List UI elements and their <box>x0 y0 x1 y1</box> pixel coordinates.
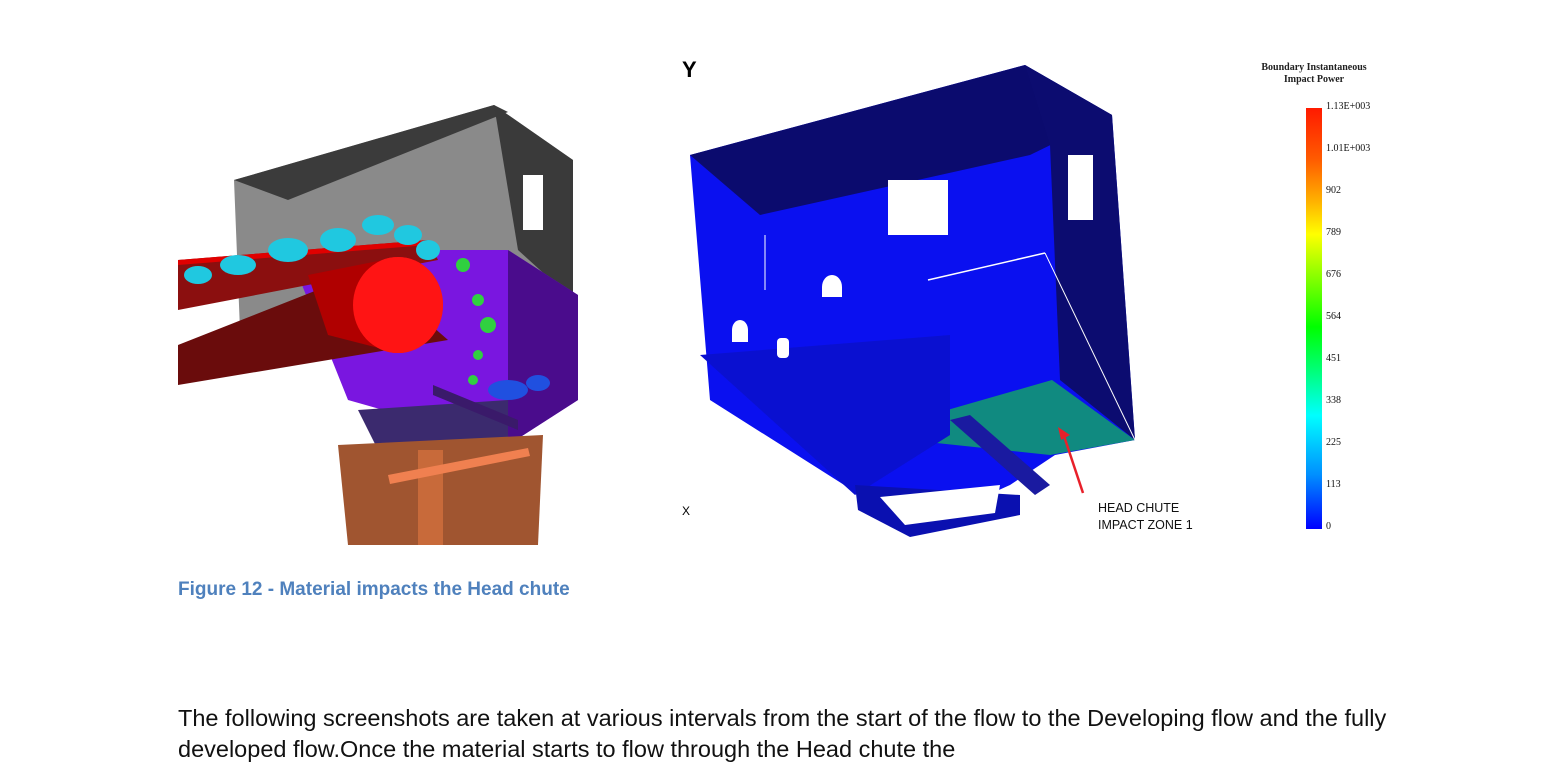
legend-tick-label: 338 <box>1326 395 1341 406</box>
legend-tick-label: 789 <box>1326 227 1341 238</box>
legend-title-line2: Impact Power <box>1283 74 1345 85</box>
legend-title: Boundary Instantaneous Impact Power <box>1250 62 1378 86</box>
annotation-line2: IMPACT ZONE 1 <box>1098 518 1193 532</box>
annotation-line1: HEAD CHUTE <box>1098 501 1180 515</box>
legend-tick-label: 0 <box>1326 521 1331 532</box>
legend-tick-label: 564 <box>1326 311 1341 322</box>
legend-tick-label: 676 <box>1326 269 1341 280</box>
legend-tick-label: 1.13E+003 <box>1326 101 1371 112</box>
legend-title-line1: Boundary Instantaneous <box>1261 62 1367 73</box>
figure-caption: Figure 12 - Material impacts the Head ch… <box>178 579 570 600</box>
right-impact-power-image: Y X <box>682 57 1136 537</box>
legend-tick-label: 113 <box>1326 479 1341 490</box>
x-axis-label: X <box>682 504 690 518</box>
impact-zone-annotation: HEAD CHUTE IMPACT ZONE 1 <box>1098 500 1193 534</box>
legend-tick-label: 451 <box>1326 353 1341 364</box>
legend-tick-label: 225 <box>1326 437 1341 448</box>
legend-tick-label: 902 <box>1326 185 1341 196</box>
legend-color-bar <box>1306 108 1322 529</box>
left-simulation-image <box>178 105 578 545</box>
y-axis-label: Y <box>682 57 697 82</box>
legend-tick-label: 1.01E+003 <box>1326 143 1371 154</box>
body-paragraph: The following screenshots are taken at v… <box>178 705 1387 762</box>
